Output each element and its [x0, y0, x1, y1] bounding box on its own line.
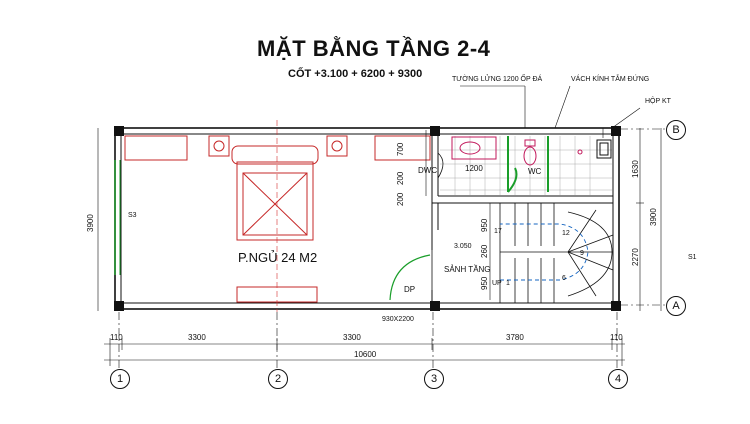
bed — [124, 135, 431, 303]
grid-axis-2: 2 — [268, 369, 288, 389]
label-s3: S3 — [128, 212, 137, 219]
dim-bottom-total: 10600 — [354, 350, 377, 359]
label-up: UP — [492, 280, 502, 287]
dim-bottom-1: 110 — [110, 333, 123, 342]
label-stone-wall: TƯỜNG LỬNG 1200 ỐP ĐÁ — [452, 76, 543, 83]
label-wc: WC — [528, 167, 542, 176]
dim-bottom-4: 3780 — [506, 333, 524, 342]
stair-step-label: 6 — [562, 275, 566, 282]
dim-stair-2: 260 — [480, 244, 489, 258]
label-elevation: 3.050 — [454, 243, 472, 250]
stair-step-label: 17 — [494, 228, 502, 235]
dim-bath-2: 200 — [396, 171, 405, 185]
grid-axis-4: 4 — [608, 369, 628, 389]
doors — [431, 152, 444, 290]
stair-path — [500, 223, 589, 281]
grid-axis-1: 1 — [110, 369, 130, 389]
label-bedroom: P.NGỦ 24 M2 — [238, 250, 318, 265]
dim-bath-3: 200 — [396, 192, 405, 206]
page-title: MẶT BẰNG TẦNG 2-4 — [257, 36, 491, 61]
label-hall: SẢNH TẦNG — [444, 265, 491, 274]
dimension-lines — [97, 128, 662, 366]
internal-walls — [431, 136, 613, 303]
dim-left: 3900 — [86, 214, 95, 232]
dim-right-1: 1630 — [631, 160, 640, 178]
label-s1: S1 — [688, 254, 697, 261]
stair — [499, 202, 614, 304]
label-tile-dim: 1200 — [465, 164, 483, 173]
dim-stair-1: 950 — [480, 218, 489, 232]
leader-lines — [460, 85, 641, 138]
dim-bath-1: 700 — [396, 142, 405, 156]
dim-stair-3: 950 — [480, 276, 489, 290]
label-glass-partition: VÁCH KÍNH TẮM ĐỨNG — [571, 76, 650, 83]
label-door-dp: DP — [404, 285, 416, 294]
label-dwc: DWC — [418, 166, 438, 175]
label-door-size: 930X2200 — [382, 316, 414, 323]
outer-walls — [114, 127, 620, 310]
grid-axis-3: 3 — [424, 369, 444, 389]
grid-lines — [118, 128, 666, 370]
stair-step-label: 12 — [562, 230, 570, 237]
dim-bottom-5: 110 — [610, 333, 623, 342]
label-tech-box: HỘP KT — [645, 98, 671, 105]
grid-axis-b: B — [666, 120, 686, 140]
grid-axis-a: A — [666, 296, 686, 316]
dim-right-2: 2270 — [631, 248, 640, 266]
stair-step-label: 9 — [580, 250, 584, 257]
page-subtitle: CỐT +3.100 + 6200 + 9300 — [288, 68, 423, 80]
dim-bottom-2: 3300 — [188, 333, 206, 342]
bathroom-fixtures — [451, 136, 612, 166]
dim-bottom-3: 3300 — [343, 333, 361, 342]
stair-step-label: 1 — [506, 280, 510, 287]
dim-right-total: 3900 — [649, 208, 658, 226]
glass-partitions — [114, 136, 549, 301]
structural-columns — [114, 126, 621, 311]
